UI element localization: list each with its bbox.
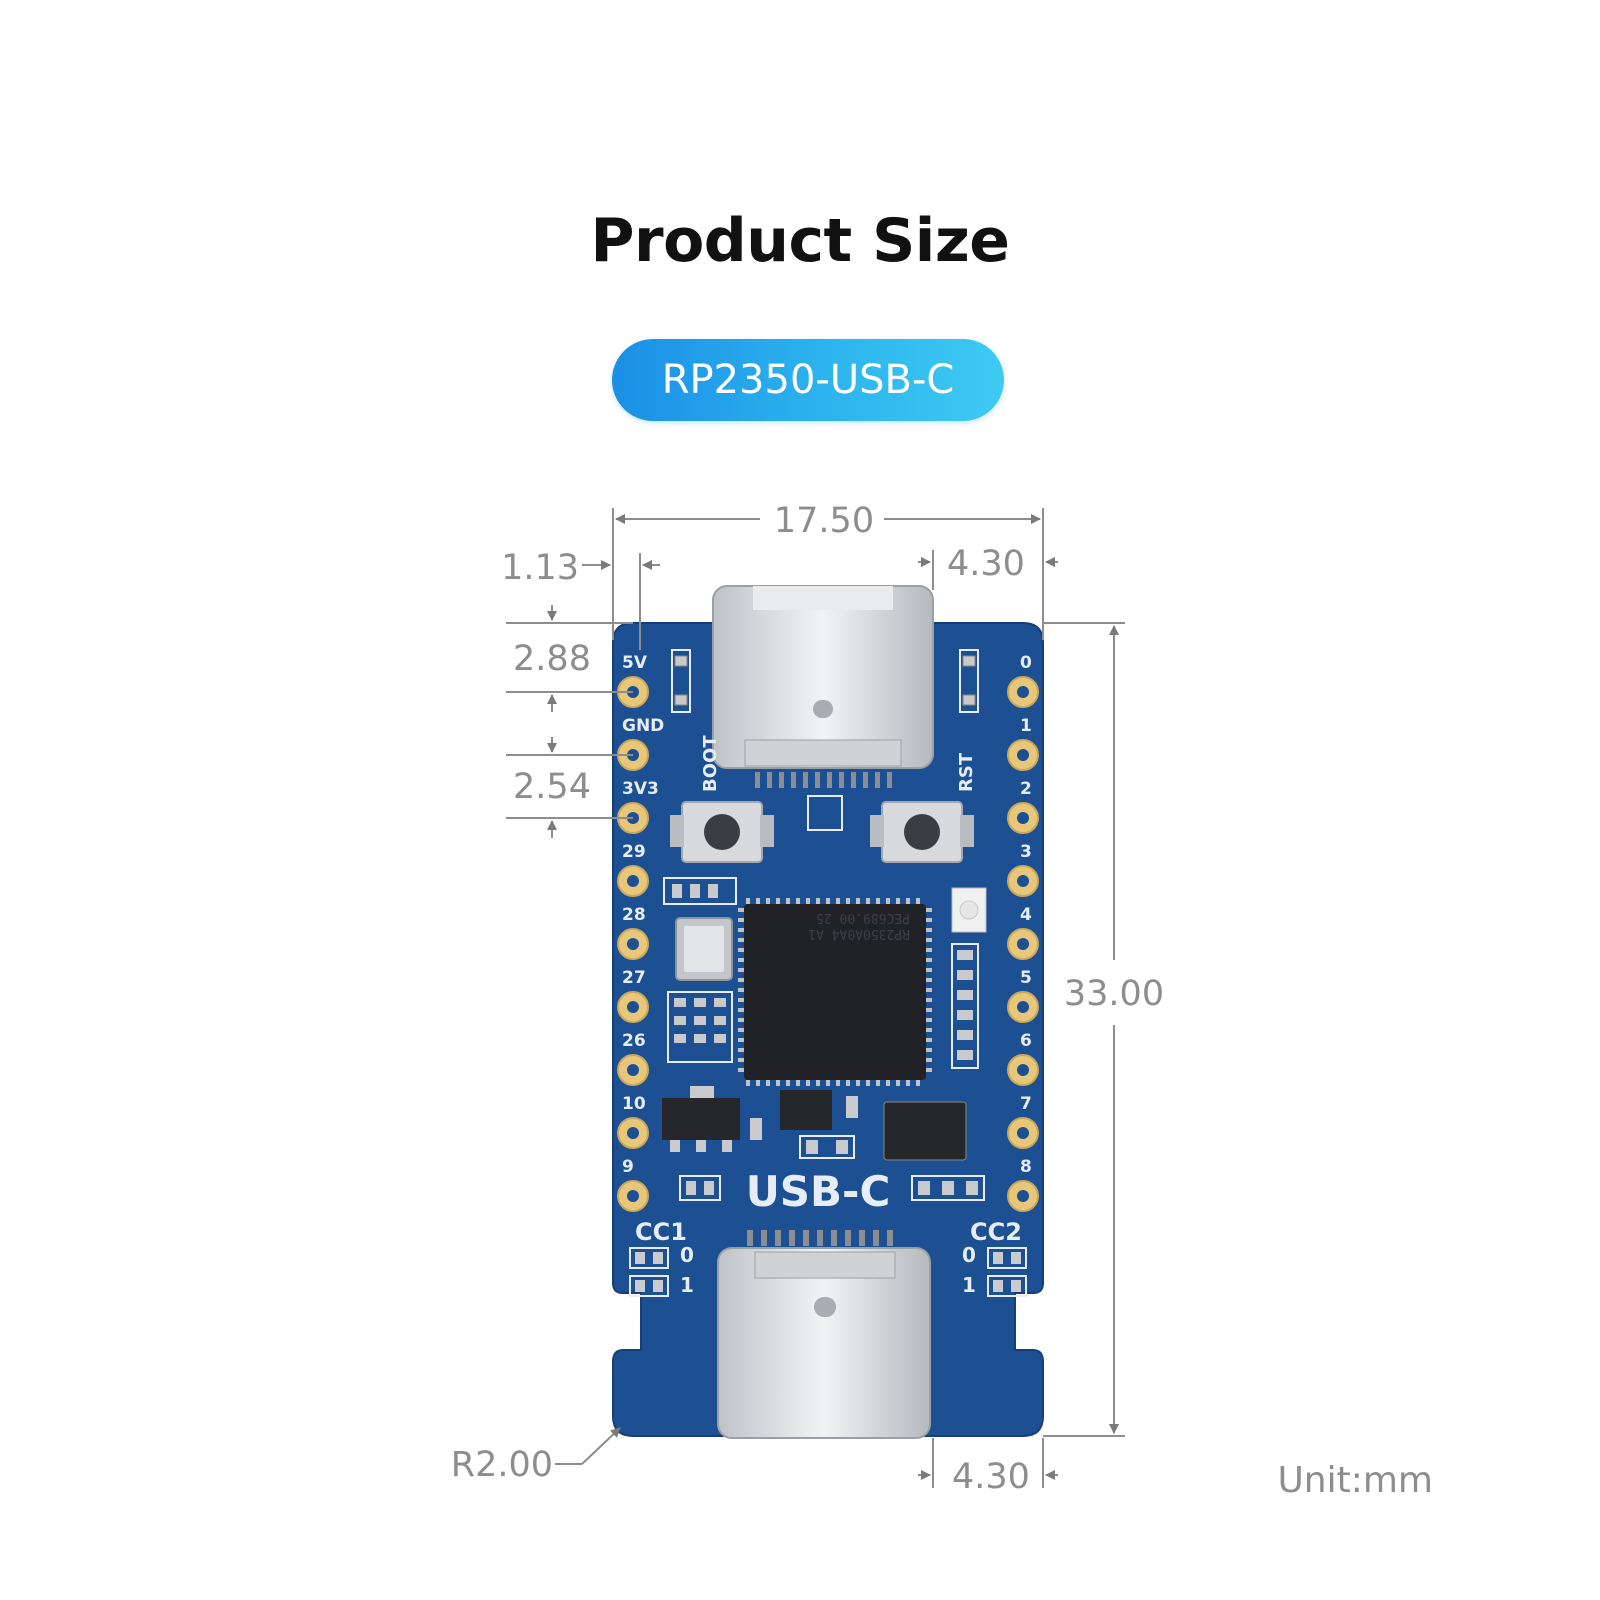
- pin-label-4: 4: [1020, 905, 1032, 925]
- pin-label-27: 27: [622, 968, 646, 988]
- pin-label-5: 5: [1020, 968, 1032, 988]
- pin-label-3: 3: [1020, 842, 1032, 862]
- voltage-regulator: [662, 1086, 740, 1152]
- cc2-label: CC2: [970, 1218, 1022, 1246]
- page-title: Product Size: [590, 206, 1010, 276]
- top-usb-c-connector: [712, 585, 934, 788]
- right-pin-pads: [1007, 676, 1039, 1212]
- pin-label-0: 0: [1020, 653, 1032, 673]
- chip-marking-line1: RP2350A0A4 A1: [808, 926, 910, 941]
- pin-label-26: 26: [622, 1031, 646, 1051]
- dim-top-usb-offset: 4.30: [947, 544, 1025, 584]
- cc1-jumper-0: 0: [680, 1243, 694, 1267]
- rgb-led: [951, 887, 987, 933]
- reset-button[interactable]: [870, 801, 974, 863]
- dimension-lines: [506, 508, 1125, 1488]
- passive-components: [663, 877, 985, 1201]
- cc2-jumper-0: 0: [962, 1243, 976, 1267]
- right-pin-labels: 0 1 2 3 4 5 6 7 8: [1020, 653, 1032, 1177]
- dim-bottom-usb-offset: 4.30: [952, 1457, 1030, 1497]
- dim-total-height: 33.00: [1064, 974, 1164, 1014]
- model-badge: RP2350-USB-C: [612, 339, 1004, 421]
- unit-label: Unit:mm: [1277, 1460, 1433, 1501]
- cc2-jumper-1: 1: [962, 1273, 976, 1297]
- cc1-jumper-1: 1: [680, 1273, 694, 1297]
- pin-label-28: 28: [622, 905, 646, 925]
- pin-label-6: 6: [1020, 1031, 1032, 1051]
- dim-first-pin-offset: 2.88: [513, 639, 591, 679]
- pin-label-29: 29: [622, 842, 646, 862]
- dim-edge-offset: 1.13: [501, 548, 579, 588]
- cc1-label: CC1: [635, 1218, 687, 1246]
- smd-components-top: [671, 649, 979, 831]
- left-pin-pads: [617, 676, 649, 1212]
- pin-label-5v: 5V: [622, 653, 648, 673]
- pin-label-8: 8: [1020, 1157, 1032, 1177]
- boot-label: BOOT: [700, 735, 721, 792]
- dim-corner-radius: R2.00: [451, 1445, 553, 1485]
- dim-pin-pitch: 2.54: [513, 767, 591, 807]
- usb-c-silk-label: USB-C: [746, 1167, 891, 1216]
- chip-marking-line2: PEC689.00 25: [816, 910, 910, 925]
- pin-label-10: 10: [622, 1094, 646, 1114]
- flash-memory: [883, 1101, 967, 1161]
- pin-label-3v3: 3V3: [622, 779, 659, 799]
- left-pin-labels: 5V GND 3V3 29 28 27 26 10 9: [622, 653, 664, 1177]
- dim-total-width: 17.50: [774, 501, 874, 541]
- boot-button[interactable]: [670, 801, 774, 863]
- pin-label-7: 7: [1020, 1094, 1032, 1114]
- crystal-oscillator: [675, 917, 733, 981]
- pin-label-gnd: GND: [622, 716, 664, 736]
- reset-label: RST: [956, 752, 977, 792]
- cc-jumper-pads: [629, 1247, 1027, 1297]
- rp2350-chip: RP2350A0A4 A1 PEC689.00 25: [738, 898, 932, 1086]
- bottom-usb-c-connector: [717, 1230, 931, 1439]
- small-ic: [780, 1090, 832, 1130]
- pin-label-9: 9: [622, 1157, 634, 1177]
- pin-label-1: 1: [1020, 716, 1032, 736]
- pin-label-2: 2: [1020, 779, 1032, 799]
